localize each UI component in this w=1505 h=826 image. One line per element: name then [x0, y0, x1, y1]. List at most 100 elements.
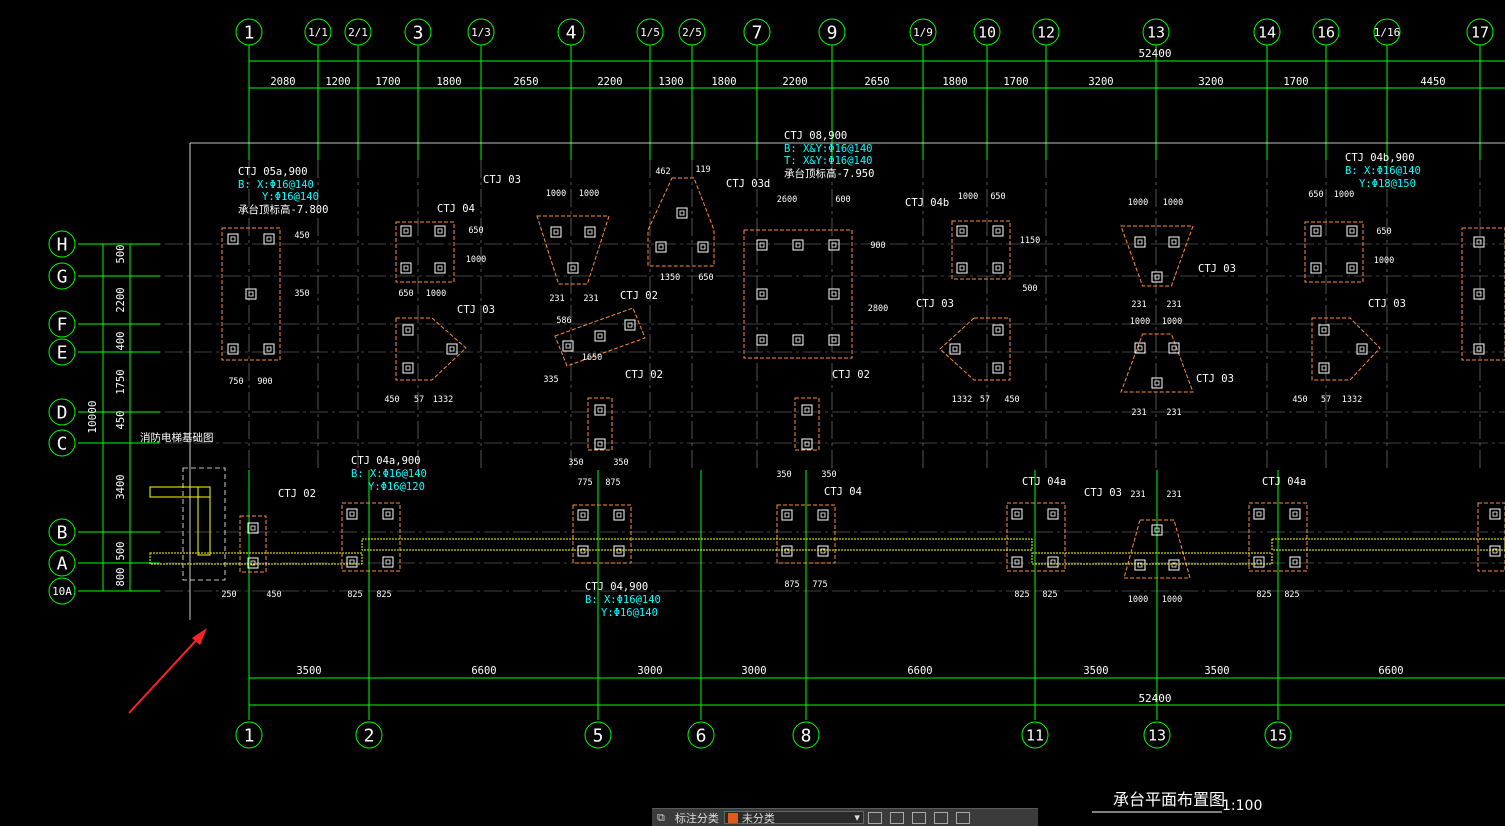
- cap-dimension: 650: [1308, 190, 1323, 200]
- pile-cap-rect: [1248, 502, 1308, 572]
- pile-core: [1349, 265, 1355, 271]
- axis-bubble-bottom-circle: [1264, 721, 1292, 749]
- pile: [992, 362, 1004, 374]
- pile-core: [658, 244, 664, 250]
- pile-core: [1171, 239, 1177, 245]
- axis-bubble-row-circle: [48, 398, 76, 426]
- cap-dimension: 1000: [579, 189, 599, 199]
- pile: [1346, 225, 1358, 237]
- pile-cap-rect: [221, 227, 281, 361]
- pile-cap-rect: [794, 397, 820, 451]
- pile: [227, 233, 239, 245]
- pile: [446, 343, 458, 355]
- axis-bubble-row-circle: [48, 230, 76, 258]
- pile-core: [795, 242, 801, 248]
- cap-label: CTJ 04a: [1022, 476, 1066, 488]
- axis-bubble-row-circle: [48, 262, 76, 290]
- pile: [613, 509, 625, 521]
- axis-bubble-row-label: G: [57, 266, 68, 287]
- cap-dimension: 231: [583, 294, 598, 304]
- dimension-value: 6600: [1378, 665, 1403, 677]
- pile-core: [759, 242, 765, 248]
- axis-bubble-bottom-label: 11: [1026, 726, 1044, 744]
- pile: [1134, 236, 1146, 248]
- axis-bubble-bottom-circle: [355, 721, 383, 749]
- pile-core: [1476, 239, 1482, 245]
- vertex-edit-icon[interactable]: [867, 811, 882, 824]
- pile-core: [230, 236, 236, 242]
- pile: [1318, 362, 1330, 374]
- pile-cap-rect: [587, 397, 613, 451]
- pile: [655, 241, 667, 253]
- pile: [817, 509, 829, 521]
- pile: [1168, 342, 1180, 354]
- cap-label: CTJ 03d: [726, 178, 770, 190]
- pile-cap-triangle: [939, 317, 1011, 381]
- undo-icon[interactable]: [933, 811, 948, 824]
- dimension-value: 1200: [325, 76, 350, 88]
- cap-label: Y:Φ16@140: [262, 191, 319, 203]
- pile: [801, 438, 813, 450]
- pile: [1473, 288, 1485, 300]
- axis-bubble-row-label: E: [57, 342, 68, 363]
- cap-label: 承台顶标高-7.800: [238, 203, 328, 216]
- pile-cap-triangle: [1120, 225, 1194, 287]
- axis-bubble-row-circle: [48, 549, 76, 577]
- copy-icon[interactable]: [911, 811, 926, 824]
- pile: [613, 545, 625, 557]
- pile-core: [385, 511, 391, 517]
- cap-dimension: 250: [221, 590, 236, 600]
- axis-bubble-top-label: 1/9: [913, 26, 933, 39]
- cap-label: Y:Φ16@140: [601, 607, 658, 619]
- cap-dimension: 350: [294, 289, 309, 299]
- beam-segment: [1271, 538, 1505, 551]
- pile-core: [1171, 562, 1177, 568]
- pile-core: [449, 346, 455, 352]
- pile: [949, 343, 961, 355]
- cap-dimension: 335: [543, 375, 558, 385]
- axis-bubble-row-label: H: [57, 234, 68, 255]
- layer-dropdown[interactable]: 未分类 ▾: [723, 811, 864, 825]
- pile-core: [952, 346, 958, 352]
- pile-core: [1154, 527, 1160, 533]
- pile-core: [1014, 559, 1020, 565]
- pile-core: [959, 265, 965, 271]
- pile-cap-rect: [572, 504, 632, 564]
- settings-icon[interactable]: [955, 811, 970, 824]
- cap-label: CTJ 03: [1196, 373, 1234, 385]
- axis-bubble-bottom-circle: [1143, 721, 1171, 749]
- pile: [956, 225, 968, 237]
- layer-manager-button[interactable]: ⧉: [652, 809, 670, 826]
- beam-segment: [149, 486, 211, 498]
- axis-bubble-row-circle: [48, 577, 76, 605]
- pile-core: [1171, 345, 1177, 351]
- cap-label: Y:Φ16@120: [368, 481, 425, 493]
- cap-dimension: 231: [1131, 408, 1146, 418]
- cap-label: CTJ 04: [824, 486, 862, 498]
- pile-cap-rect: [341, 502, 401, 572]
- cap-label: B: X:Φ16@140: [1345, 165, 1421, 177]
- cap-dimension: 350: [776, 470, 791, 480]
- pile: [1253, 556, 1265, 568]
- pile: [1346, 262, 1358, 274]
- cap-label: CTJ 03: [1368, 298, 1406, 310]
- move-icon[interactable]: [889, 811, 904, 824]
- pile-core: [580, 512, 586, 518]
- pile-core: [1014, 511, 1020, 517]
- dimension-value: 1800: [942, 76, 967, 88]
- pile-core: [820, 512, 826, 518]
- pile-core: [995, 327, 1001, 333]
- cap-label: CTJ 04b,900: [1345, 152, 1415, 164]
- axis-bubble-top-label: 1: [244, 22, 255, 43]
- cap-label: CTJ 02: [620, 290, 658, 302]
- cap-label: B: X&Y:Φ16@140: [784, 143, 873, 155]
- dimension-value: 4450: [1420, 76, 1445, 88]
- pile: [828, 288, 840, 300]
- pile-core: [1256, 511, 1262, 517]
- cap-dimension: 600: [835, 195, 850, 205]
- pile: [434, 262, 446, 274]
- dimension-value: 1800: [711, 76, 736, 88]
- pile-cap-rect: [1477, 502, 1505, 572]
